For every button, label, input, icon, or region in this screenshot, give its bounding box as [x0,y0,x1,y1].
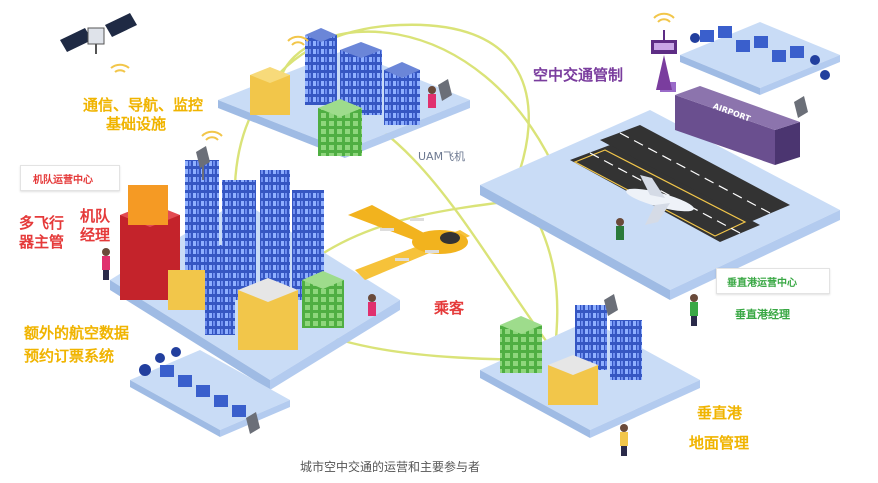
uam-aircraft-icon [348,205,470,280]
residential-platform-top [680,22,840,95]
vertiport-ops-center-box: 垂直港运营中心 [716,268,830,294]
ground-mgmt-label: 地面管理 [689,434,750,452]
extra-data-label: 额外的航空数据 [24,324,130,342]
vertiport-manager-label: 垂直港经理 [735,308,790,321]
satellite-icon [60,13,137,54]
vertiport-ops-center-label: 垂直港运营中心 [727,278,797,289]
multi-operator-label-line2: 器主管 [19,233,65,251]
antenna-icon [196,79,808,434]
airplane-icon [626,175,694,225]
route-line [399,23,530,171]
wifi-signal-icon [110,12,675,141]
infrastructure-label-line2: 基础设施 [106,115,167,133]
passenger-label: 乘客 [434,299,465,317]
booking-system-label: 预约订票系统 [24,347,115,365]
fleet-manager-label-line2: 经理 [80,226,111,244]
control-tower-icon [651,30,677,90]
person-icon [102,86,698,456]
atc-label: 空中交通管制 [533,66,624,84]
multi-operator-label-line1: 多飞行 [19,214,65,232]
top-platform [218,28,470,158]
residential-platform-bottom [130,347,290,437]
fleet-ops-center-box: 机队运营中心 [20,165,120,191]
infrastructure-label-line1: 通信、导航、监控 [83,96,204,114]
fleet-ops-center-label: 机队运营中心 [33,175,93,186]
left-city-platform [110,160,400,390]
caption: 城市空中交通的运营和主要参与者 [300,460,481,474]
uam-aircraft-label: UAM飞机 [418,150,466,163]
fleet-manager-label-line1: 机队 [80,207,111,225]
vertiport-label: 垂直港 [697,404,743,422]
route-line [278,30,562,181]
vertiport-platform [480,305,700,438]
